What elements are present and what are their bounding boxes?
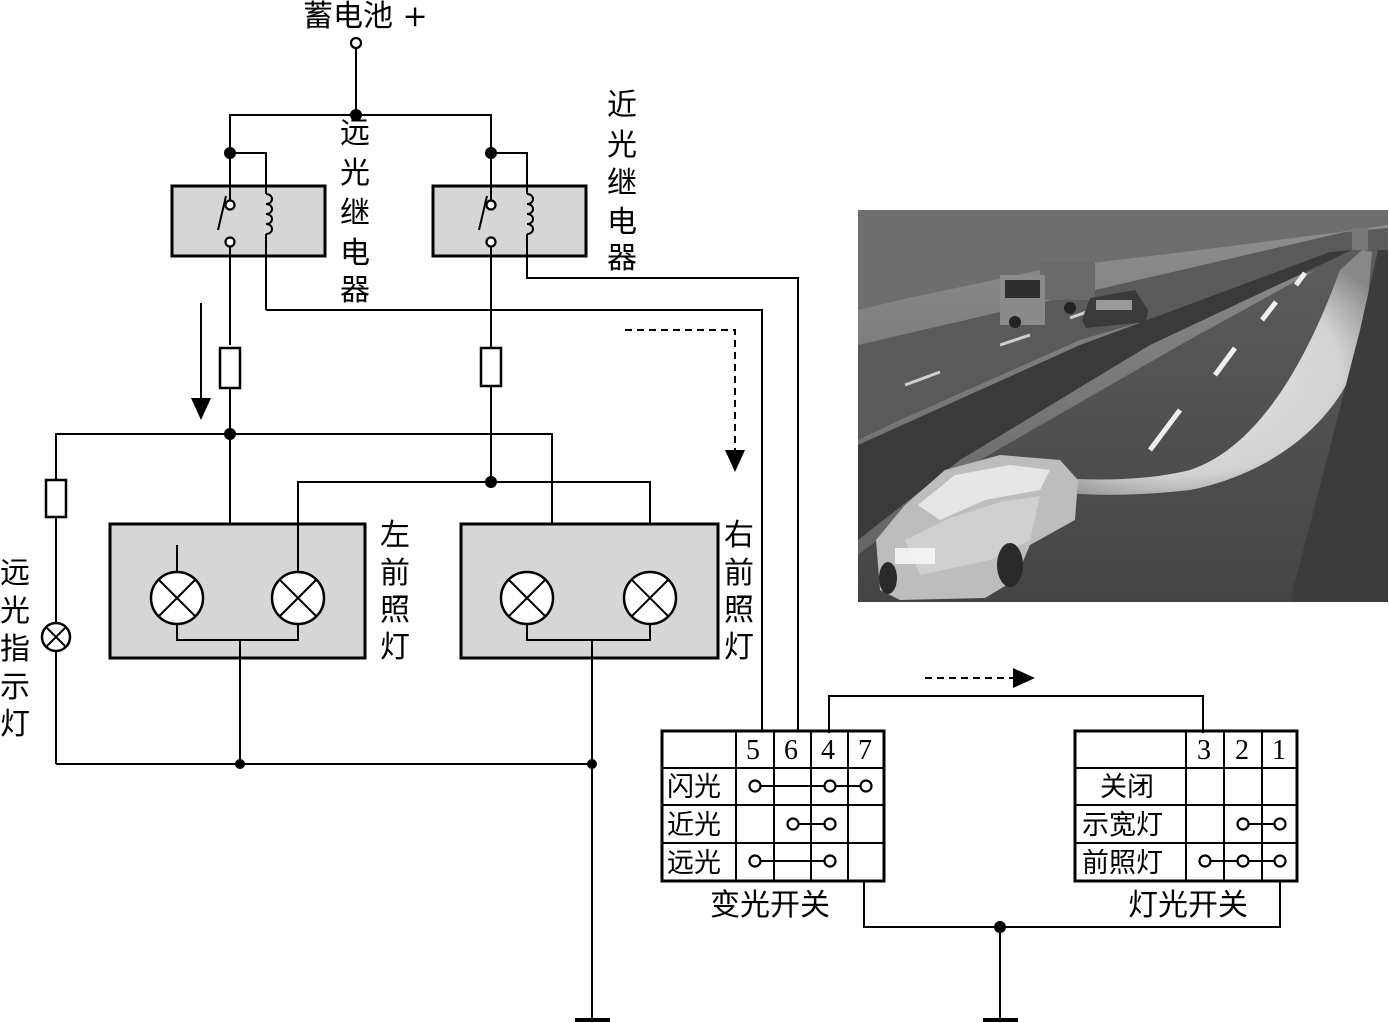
svg-text:光: 光 <box>607 128 637 163</box>
coil-wire-terminal-5 <box>266 309 763 733</box>
svg-text:电: 电 <box>340 236 370 271</box>
night-highway-photo <box>858 210 1388 602</box>
relay-coil-icon <box>265 193 273 235</box>
svg-text:器: 器 <box>607 241 637 276</box>
ground-bus <box>56 759 610 1022</box>
light-row-off: 关闭 <box>1100 772 1154 803</box>
svg-text:光: 光 <box>340 156 370 191</box>
battery-terminal: 蓄电池 + <box>303 0 428 121</box>
low-beam-relay-label: 近 光 继 电 器 <box>607 88 637 276</box>
dimmer-switch: 5 6 4 7 闪光 近光 远光 变光开关 <box>660 729 886 923</box>
relay-contact-icon <box>217 195 227 231</box>
svg-text:远: 远 <box>340 116 370 151</box>
right-headlamp-label: 右 前 照 灯 <box>724 518 754 665</box>
switch-wiring <box>828 695 1281 1022</box>
dashed-flow-arrow-icon <box>625 329 745 472</box>
sedan-icon <box>876 455 1078 600</box>
battery-label: 蓄电池 + <box>303 0 428 34</box>
high-beam-relay <box>170 152 327 345</box>
left-headlamp <box>108 482 367 764</box>
distant-truck-icon <box>1352 228 1368 250</box>
svg-text:示: 示 <box>0 670 30 705</box>
svg-text:左: 左 <box>380 518 410 553</box>
high-beam-indicator <box>40 478 72 764</box>
svg-text:灯: 灯 <box>380 630 410 665</box>
light-switch: 3 2 1 关闭 示宽灯 前照灯 灯光开关 <box>1073 729 1299 923</box>
svg-text:前: 前 <box>380 556 410 591</box>
dimmer-col-6: 6 <box>784 735 798 766</box>
svg-text:继: 继 <box>607 166 637 201</box>
svg-text:远: 远 <box>0 556 30 591</box>
dimmer-switch-title: 变光开关 <box>710 888 830 923</box>
fuse-high-beam <box>218 346 242 434</box>
dimmer-col-4: 4 <box>821 735 835 766</box>
svg-text:光: 光 <box>0 594 30 629</box>
relay-coil-icon <box>526 193 534 235</box>
dimmer-row-high: 远光 <box>667 848 721 879</box>
fuse-indicator <box>44 478 68 519</box>
low-beam-bulb-icon <box>270 570 326 626</box>
svg-text:电: 电 <box>607 205 637 240</box>
svg-text:指: 指 <box>0 632 30 667</box>
light-col-1: 1 <box>1272 735 1286 766</box>
svg-text:近: 近 <box>607 88 637 123</box>
lane-marking <box>1148 271 1307 452</box>
dimmer-row-flash: 闪光 <box>667 772 721 803</box>
light-col-2: 2 <box>1235 735 1249 766</box>
svg-text:器: 器 <box>340 273 370 308</box>
dimmer-col-7: 7 <box>858 735 872 766</box>
low-beam-relay <box>431 152 799 733</box>
svg-text:灯: 灯 <box>724 630 754 665</box>
dimmer-row-low: 近光 <box>667 810 721 841</box>
indicator-lamp-icon <box>40 621 72 653</box>
svg-text:右: 右 <box>724 518 754 553</box>
dimmer-col-5: 5 <box>746 735 760 766</box>
light-switch-title: 灯光开关 <box>1128 888 1248 923</box>
high-beam-bulb-icon <box>499 570 555 626</box>
svg-text:照: 照 <box>380 593 410 628</box>
high-beam-bulb-icon <box>149 570 205 626</box>
high-beam-relay-label: 远 光 继 电 器 <box>340 116 370 308</box>
svg-text:灯: 灯 <box>0 707 30 742</box>
truck-icon <box>1000 262 1095 328</box>
svg-text:前: 前 <box>724 556 754 591</box>
svg-text:照: 照 <box>724 593 754 628</box>
light-row-headlamp: 前照灯 <box>1082 848 1163 879</box>
relay-contact-icon <box>478 195 488 231</box>
svg-text:继: 继 <box>340 196 370 231</box>
low-beam-bulb-icon <box>622 570 678 626</box>
light-row-parking: 示宽灯 <box>1082 810 1163 841</box>
right-headlamp <box>459 522 720 1018</box>
left-headlamp-label: 左 前 照 灯 <box>380 518 410 665</box>
indicator-label: 远 光 指 示 灯 <box>0 556 30 742</box>
fuse-low-beam <box>479 346 503 482</box>
light-col-3: 3 <box>1197 735 1211 766</box>
far-car-icon <box>1082 290 1148 328</box>
